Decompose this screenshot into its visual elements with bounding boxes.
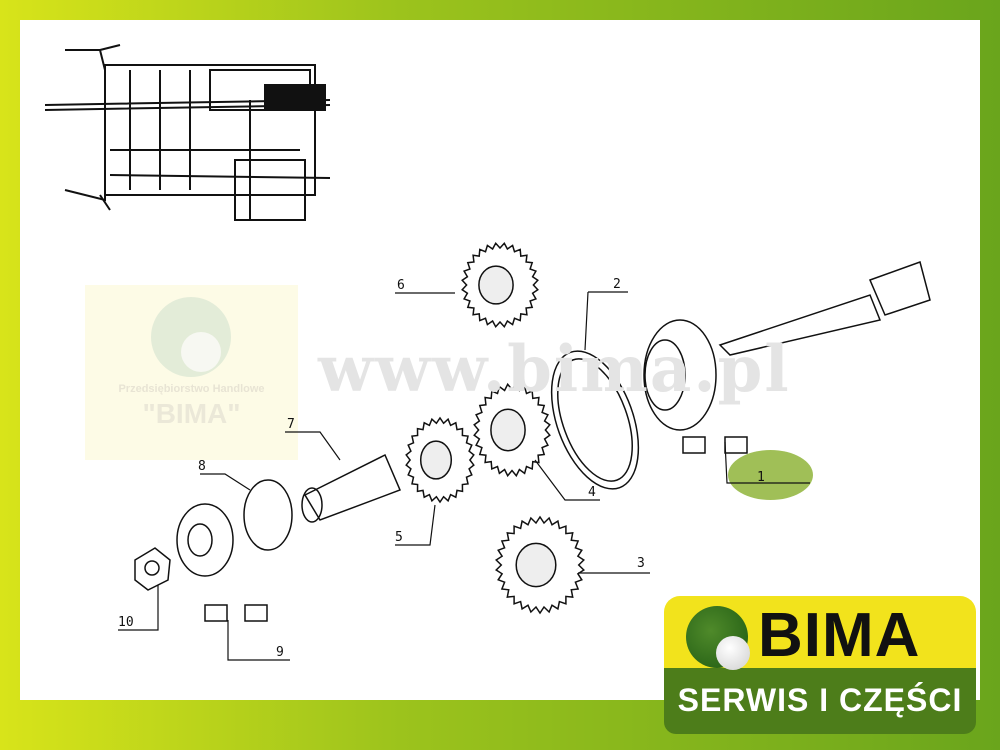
part-label-6[interactable]: 6 (397, 278, 405, 293)
ring-part-2-inner (557, 358, 633, 482)
part-label-8[interactable]: 8 (198, 459, 206, 474)
ring-part-8 (243, 479, 293, 551)
gearbox-section-thumbnail (44, 44, 331, 221)
logo-white-ball-icon (716, 636, 750, 670)
watermark-url: www.bima.pl (318, 332, 791, 407)
logo-tagline: SERWIS I CZĘŚCI (677, 682, 963, 718)
part-label-10[interactable]: 10 (118, 615, 134, 630)
gear-part-4-bore (490, 408, 526, 452)
pinion-shaft (718, 294, 882, 356)
part-label-4[interactable]: 4 (588, 485, 596, 500)
part-label-7[interactable]: 7 (287, 417, 295, 432)
ring-part-2 (550, 350, 640, 490)
watermark-logo: Przedsiębiorstwo Handlowe "BIMA" (85, 285, 298, 460)
part-label-2[interactable]: 2 (613, 277, 621, 292)
spacer-part-7-end (301, 487, 323, 523)
bearing-cup-9a (204, 604, 228, 622)
part-1-highlight (728, 450, 813, 500)
leader-lines (118, 291, 810, 661)
nut-part-10 (134, 547, 171, 591)
logo-bottom-band (664, 668, 976, 734)
bearing-part-1 (643, 319, 717, 431)
bima-logo: BIMA SERWIS I CZĘŚCI (664, 596, 976, 736)
pinion-head (868, 261, 931, 316)
spacer-part-7 (303, 453, 401, 521)
gear-part-6-bore (478, 265, 514, 305)
bearing-cup-1a (682, 436, 706, 454)
watermark-company-line: Przedsiębiorstwo Handlowe (118, 383, 265, 395)
bearing-cup-1b (724, 436, 748, 454)
nut-part-10-hole (144, 560, 160, 576)
bearing-part-1-inner (644, 339, 686, 411)
bearing-part-9 (176, 503, 234, 577)
gear-part-3-bore (515, 542, 557, 588)
bearing-part-9-inner (187, 523, 213, 557)
watermark-company-name: "BIMA" (142, 398, 241, 429)
part-label-3[interactable]: 3 (637, 556, 645, 571)
part-label-9[interactable]: 9 (276, 645, 284, 660)
gear-part-5-bore (419, 440, 453, 480)
part-label-1[interactable]: 1 (757, 470, 765, 485)
bearing-cup-9b (244, 604, 268, 622)
part-label-5[interactable]: 5 (395, 530, 403, 545)
watermark-dot (181, 332, 221, 372)
logo-name: BIMA (758, 601, 921, 670)
